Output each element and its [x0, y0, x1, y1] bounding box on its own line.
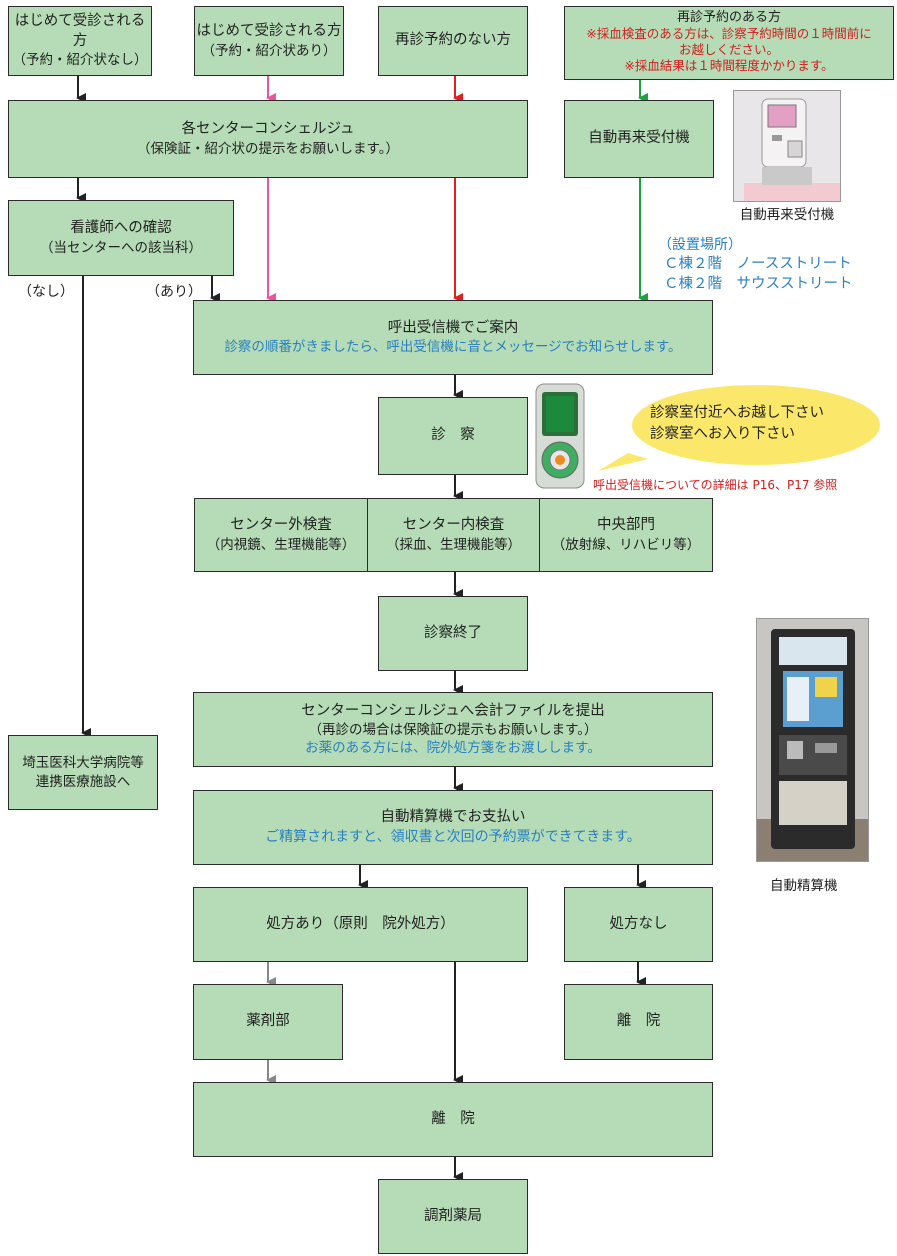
test-outside-sub: （内視鏡、生理機能等）: [206, 536, 356, 553]
first-ref-title: はじめて受診される方: [196, 23, 342, 40]
center-concierge-box: 各センターコンシェルジュ （保険証・紹介状の提示をお願いします。）: [8, 100, 528, 178]
submit-title: センターコンシェルジュへ会計ファイルを提出: [301, 702, 605, 719]
bubble-line2: 診察室へお入り下さい: [650, 426, 795, 442]
first-visit-no-referral-box: はじめて受診される方 （予約・紹介状なし）: [8, 6, 152, 76]
submit-sub: （再診の場合は保険証の提示もお願いします。）: [308, 722, 598, 739]
concierge-sub: （保険証・紹介状の提示をお願いします。）: [137, 140, 399, 157]
revisit-appointment-box: 再診予約のある方 ※採血検査のある方は、診察予約時間の１時間前に お越しください…: [564, 6, 894, 80]
revisit-appt-title: 再診予約のある方: [676, 10, 781, 25]
nurse-sub: （当センターへの該当科）: [40, 239, 202, 256]
test-outside-title: センター外検査: [230, 517, 332, 534]
auto-reception-box: 自動再来受付機: [564, 100, 714, 178]
rx-yes-title: 処方あり（原則 院外処方）: [266, 915, 455, 932]
outside-pharmacy-box: 調剤薬局: [378, 1179, 528, 1254]
prescription-no-box: 処方なし: [564, 887, 713, 962]
concierge-title: 各センターコンシェルジュ: [181, 121, 355, 138]
location-label: （設置場所）: [658, 237, 742, 253]
leave-title: 離 院: [431, 1110, 475, 1127]
pager-sub: 診察の順番がきましたら、呼出受信機に音とメッセージでお知らせします。: [224, 339, 682, 356]
kiosk-illustration: [734, 91, 840, 201]
nurse-check-box: 看護師への確認 （当センターへの該当科）: [8, 200, 234, 276]
leave-right-title: 離 院: [616, 1013, 661, 1030]
auto-reception-title: 自動再来受付機: [588, 130, 690, 147]
pager-guidance-box: 呼出受信機でご案内 診察の順番がきましたら、呼出受信機に音とメッセージでお知らせ…: [193, 300, 713, 375]
examination-box: 診 察: [378, 397, 528, 475]
test-central-title: 中央部門: [597, 517, 655, 534]
outside-pharmacy-title: 調剤薬局: [424, 1207, 482, 1224]
speech-bubble: [598, 385, 880, 471]
first-ref-sub: （予約・紹介状あり）: [201, 42, 337, 59]
revisit-no-appointment-box: 再診予約のない方: [378, 6, 528, 76]
auto-reception-machine-photo: [733, 90, 841, 202]
prescription-yes-box: 処方あり（原則 院外処方）: [193, 887, 528, 962]
revisit-no-appt-title: 再診予約のない方: [395, 32, 511, 49]
pharmacy-dept-title: 薬剤部: [246, 1013, 290, 1030]
payment-title: 自動精算機でお支払い: [380, 809, 526, 826]
submit-file-box: センターコンシェルジュへ会計ファイルを提出 （再診の場合は保険証の提示もお願いし…: [193, 692, 713, 767]
pager-device-icon: [535, 383, 585, 489]
exam-title: 診 察: [431, 427, 475, 444]
first-no-ref-title: はじめて受診される方: [14, 13, 146, 49]
exam-end-box: 診察終了: [378, 596, 528, 671]
rx-no-title: 処方なし: [609, 915, 668, 932]
branch-yes-label: （あり）: [146, 284, 202, 300]
auto-payment-machine-photo: [756, 618, 869, 862]
leave-hospital-box: 離 院: [193, 1082, 713, 1157]
test-inside-title: センター内検査: [402, 517, 505, 534]
pager-title: 呼出受信機でご案内: [387, 319, 519, 336]
inside-center-test-box: センター内検査 （採血、生理機能等）: [367, 498, 540, 572]
leave-hospital-box-right: 離 院: [564, 984, 713, 1060]
location-line1: Ｃ棟２階 ノースストリート: [664, 256, 852, 272]
branch-no-label: （なし）: [18, 284, 74, 300]
nurse-title: 看護師への確認: [70, 220, 172, 237]
central-department-box: 中央部門 （放射線、リハビリ等）: [539, 498, 713, 572]
revisit-appt-note1: ※採血検査のある方は、診察予約時間の１時間前に: [586, 26, 872, 42]
payment-sub: ご精算されますと、領収書と次回の予約票ができてきます。: [265, 828, 641, 845]
exam-end-title: 診察終了: [424, 624, 482, 641]
pager-reference-note: 呼出受信機についての詳細は P16、P17 参照: [593, 478, 838, 492]
referral-facility-box: 埼玉医科大学病院等 連携医療施設へ: [8, 735, 158, 810]
payment-machine-illustration: [757, 619, 868, 861]
test-central-sub: （放射線、リハビリ等）: [551, 536, 701, 553]
revisit-appt-note2: お越しください。: [678, 41, 779, 57]
first-visit-referral-box: はじめて受診される方 （予約・紹介状あり）: [194, 6, 344, 76]
submit-note: お薬のある方には、院外処方箋をお渡しします。: [305, 740, 601, 757]
pager-device-image: [534, 382, 586, 490]
referral-line2: 連携医療施設へ: [35, 773, 131, 790]
referral-line1: 埼玉医科大学病院等: [22, 755, 144, 772]
pharmacy-department-box: 薬剤部: [193, 984, 343, 1060]
payment-box: 自動精算機でお支払い ご精算されますと、領収書と次回の予約票ができてきます。: [193, 790, 713, 865]
bubble-line1: 診察室付近へお越し下さい: [650, 405, 824, 421]
location-line2: Ｃ棟２階 サウスストリート: [664, 276, 853, 292]
revisit-appt-note3: ※採血結果は１時間程度かかります。: [624, 57, 834, 73]
outside-center-test-box: センター外検査 （内視鏡、生理機能等）: [194, 498, 368, 572]
test-inside-sub: （採血、生理機能等）: [386, 536, 521, 553]
auto-reception-photo-caption: 自動再来受付機: [739, 207, 835, 223]
first-no-ref-sub: （予約・紹介状なし）: [12, 52, 148, 69]
auto-payment-photo-caption: 自動精算機: [770, 878, 838, 894]
